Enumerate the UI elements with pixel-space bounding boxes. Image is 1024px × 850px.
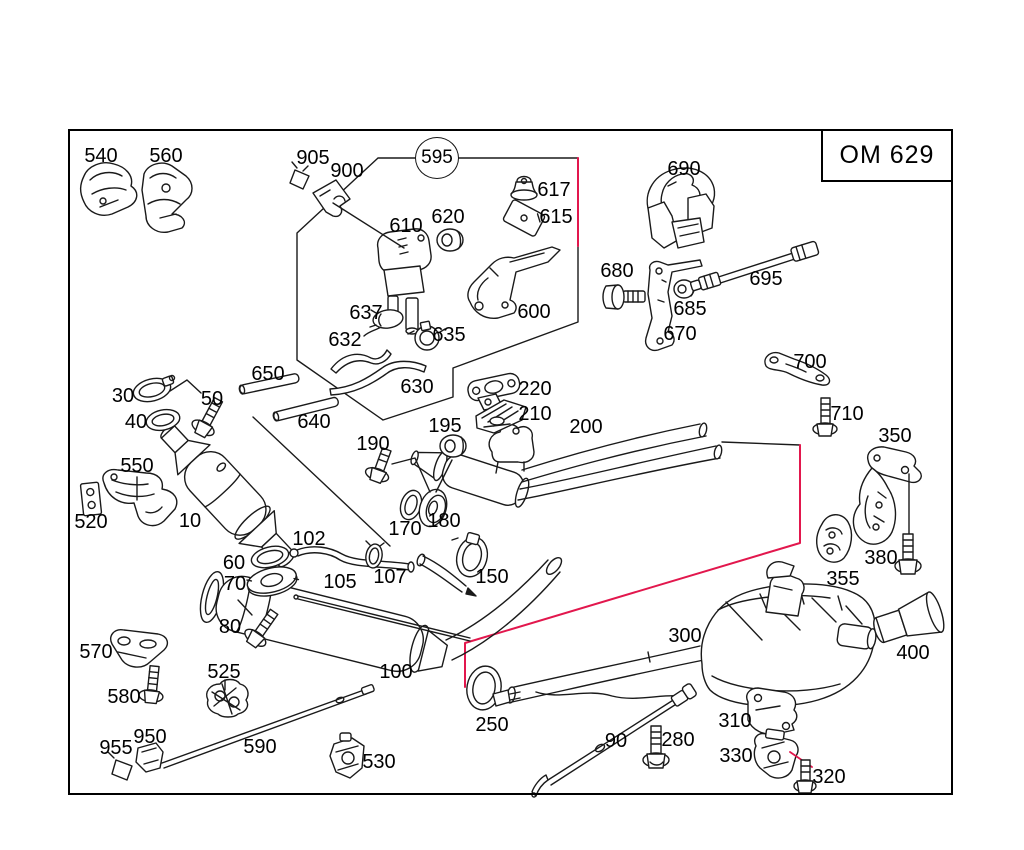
- engine-code: OM 629: [840, 141, 935, 170]
- part-label-620: 620: [431, 207, 464, 227]
- part-label-190: 190: [356, 434, 389, 454]
- part-label-550: 550: [120, 456, 153, 476]
- diagram-frame: [68, 129, 953, 795]
- part-label-350: 350: [878, 426, 911, 446]
- part-label-220: 220: [518, 379, 551, 399]
- part-label-355: 355: [826, 569, 859, 589]
- part-label-695: 695: [749, 269, 782, 289]
- part-label-170: 170: [388, 519, 421, 539]
- part-label-637: 637: [349, 303, 382, 323]
- part-label-30: 30: [112, 386, 134, 406]
- part-label-680: 680: [600, 261, 633, 281]
- part-label-560: 560: [149, 146, 182, 166]
- part-label-40: 40: [125, 412, 147, 432]
- part-label-150: 150: [475, 567, 508, 587]
- part-label-400: 400: [896, 643, 929, 663]
- part-label-520: 520: [74, 512, 107, 532]
- part-label-685: 685: [673, 299, 706, 319]
- group-callout-label: 595: [421, 147, 453, 169]
- part-label-600: 600: [517, 302, 550, 322]
- part-label-107: 107: [373, 567, 406, 587]
- part-label-640: 640: [297, 412, 330, 432]
- part-label-950: 950: [133, 727, 166, 747]
- part-label-330: 330: [719, 746, 752, 766]
- part-label-590: 590: [243, 737, 276, 757]
- part-label-632: 632: [328, 330, 361, 350]
- part-label-630: 630: [400, 377, 433, 397]
- part-label-955: 955: [99, 738, 132, 758]
- part-label-250: 250: [475, 715, 508, 735]
- part-label-617: 617: [537, 180, 570, 200]
- part-label-650: 650: [251, 364, 284, 384]
- part-label-570: 570: [79, 642, 112, 662]
- part-label-700: 700: [793, 352, 826, 372]
- part-label-530: 530: [362, 752, 395, 772]
- part-label-670: 670: [663, 324, 696, 344]
- part-label-90: 90: [605, 731, 627, 751]
- part-label-380: 380: [864, 548, 897, 568]
- part-label-10: 10: [179, 511, 201, 531]
- part-label-300: 300: [668, 626, 701, 646]
- part-label-280: 280: [661, 730, 694, 750]
- part-label-180: 180: [427, 511, 460, 531]
- part-label-310: 310: [718, 711, 751, 731]
- part-label-635: 635: [432, 325, 465, 345]
- part-label-105: 105: [323, 572, 356, 592]
- part-label-540: 540: [84, 146, 117, 166]
- part-label-610: 610: [389, 216, 422, 236]
- part-label-690: 690: [667, 159, 700, 179]
- part-label-615: 615: [539, 207, 572, 227]
- part-label-70: 70: [224, 574, 246, 594]
- part-label-195: 195: [428, 416, 461, 436]
- part-label-80: 80: [219, 617, 241, 637]
- part-label-900: 900: [330, 161, 363, 181]
- part-label-102: 102: [292, 529, 325, 549]
- part-label-210: 210: [518, 404, 551, 424]
- engine-code-box: OM 629: [821, 129, 953, 182]
- part-label-320: 320: [812, 767, 845, 787]
- part-label-60: 60: [223, 553, 245, 573]
- part-label-580: 580: [107, 687, 140, 707]
- part-label-525: 525: [207, 662, 240, 682]
- group-callout-595: 595: [415, 137, 459, 179]
- part-label-710: 710: [830, 404, 863, 424]
- part-label-100: 100: [379, 662, 412, 682]
- part-label-50: 50: [201, 389, 223, 409]
- part-label-200: 200: [569, 417, 602, 437]
- part-label-905: 905: [296, 148, 329, 168]
